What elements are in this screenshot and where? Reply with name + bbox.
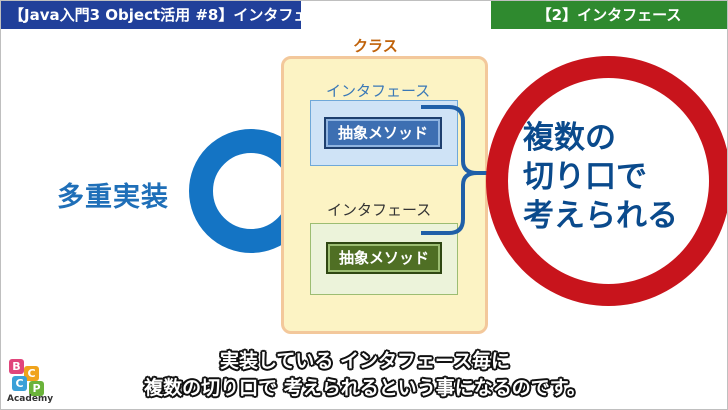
- interface-1-label: インタフェース: [326, 82, 431, 100]
- logo-academy-text: Academy: [7, 394, 54, 404]
- callout-line-1: 複数の: [523, 120, 616, 156]
- section-title-banner: 【2】インタフェース: [491, 1, 727, 29]
- class-label: クラス: [353, 37, 398, 55]
- callout-line-3: 考えられる: [523, 198, 678, 234]
- brace-connector: [421, 105, 505, 235]
- callout-line-2: 切り口で: [523, 159, 647, 195]
- subtitle-line-1: 実装している インタフェース毎に: [219, 350, 511, 372]
- lesson-title-banner: 【Java入門3 Object活用 #8】インタフェース: [1, 1, 338, 29]
- subtitle-line-2: 複数の切り口で 考えられるという事になるのです。: [144, 377, 586, 399]
- bccp-academy-logo: B C C P Academy: [7, 357, 55, 407]
- interface-2-label: インタフェース: [327, 201, 432, 219]
- callout-text: 複数の 切り口で 考えられる: [523, 119, 678, 236]
- logo-letter-c1: C: [24, 366, 39, 381]
- logo-letter-b: B: [9, 359, 24, 374]
- interface-1-abstract-method: 抽象メソッド: [324, 117, 442, 149]
- logo-letter-p: P: [29, 381, 44, 396]
- multiple-implementation-label: 多重実装: [57, 182, 169, 213]
- logo-letter-c2: C: [12, 376, 27, 391]
- interface-2-abstract-method: 抽象メソッド: [326, 242, 442, 274]
